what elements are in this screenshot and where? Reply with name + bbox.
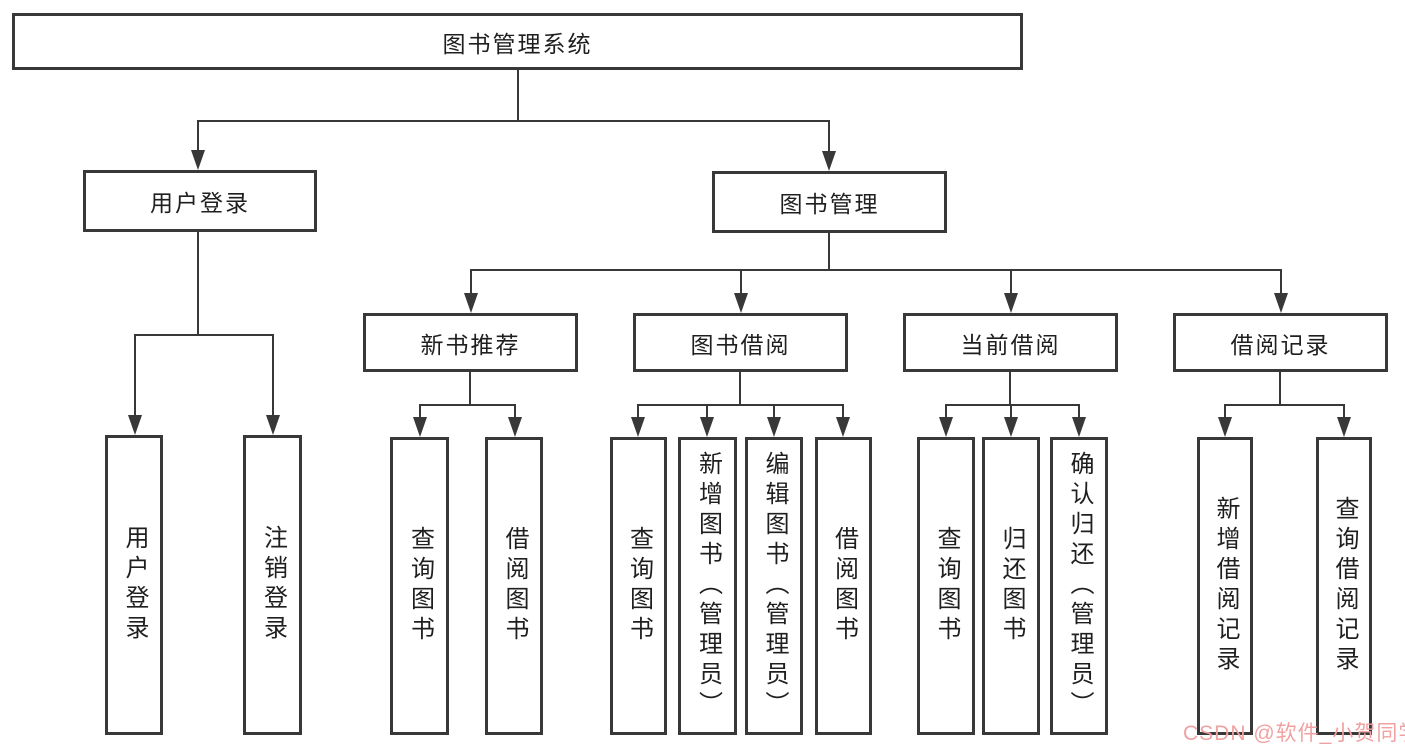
connector-line [514,404,516,418]
arrow-down-icon [413,417,427,437]
connector-line [469,372,471,405]
connector-line [706,404,708,418]
connector-line [946,404,1079,406]
connector-line [773,404,775,418]
arrow-down-icon [939,417,953,437]
arrow-down-icon [266,415,280,435]
leaf-add-books-admin: 新增图书（管理员） [678,437,737,735]
node-user-login: 用户登录 [83,170,317,232]
arrow-down-icon [464,293,478,313]
leaf-edit-books-admin: 编辑图书（管理员） [745,437,803,735]
connector-line [1078,404,1080,418]
connector-line [1225,404,1345,406]
leaf-borrow-books: 借阅图书 [815,437,872,735]
connector-line [1280,269,1282,295]
arrow-down-icon [1337,417,1351,437]
arrow-down-icon [1004,417,1018,437]
connector-line [1009,372,1011,405]
leaf-return-books: 归还图书 [982,437,1040,735]
arrow-down-icon [1218,417,1232,437]
connector-line [638,404,844,406]
leaf-confirm-return-admin: 确认归还（管理员） [1050,437,1108,735]
connector-line [1010,269,1012,295]
connector-line [197,232,199,336]
connector-line [740,269,742,295]
leaf-query-books: 查询图书 [610,437,667,735]
connector-line [134,334,274,336]
arrow-down-icon [1072,417,1086,437]
node-current-borrow: 当前借阅 [903,313,1118,372]
leaf-query-books: 查询图书 [390,437,449,735]
arrow-down-icon [822,151,836,171]
connector-line [828,233,830,271]
connector-line [739,372,741,405]
arrow-down-icon [1274,293,1288,313]
csdn-watermark: CSDN @软件_小贺同学 [1183,722,1405,745]
connector-line [197,120,199,152]
node-book-management: 图书管理 [712,171,947,233]
arrow-down-icon [191,150,205,170]
connector-line [419,404,516,406]
connector-line [197,120,830,122]
connector-line [517,70,519,122]
leaf-query-books: 查询图书 [917,437,975,735]
connector-line [1010,404,1012,418]
arrow-down-icon [734,293,748,313]
connector-line [134,334,136,417]
connector-line [945,404,947,418]
leaf-add-borrow-record: 新增借阅记录 [1197,437,1253,735]
arrow-down-icon [1004,293,1018,313]
node-library-system: 图书管理系统 [12,13,1023,70]
arrow-down-icon [700,417,714,437]
connector-line [272,334,274,417]
node-new-book-recommend: 新书推荐 [363,313,578,372]
leaf-borrow-books: 借阅图书 [485,437,543,735]
arrow-down-icon [836,417,850,437]
node-book-borrow: 图书借阅 [633,313,848,372]
leaf-query-borrow-record: 查询借阅记录 [1316,437,1372,735]
connector-line [1224,404,1226,418]
arrow-down-icon [767,417,781,437]
connector-line [419,404,421,418]
arrow-down-icon [508,417,522,437]
arrow-down-icon [631,417,645,437]
connector-line [637,404,639,418]
connector-line [842,404,844,418]
connector-line [828,120,830,153]
connector-line [470,269,1282,271]
connector-line [1279,372,1281,405]
leaf-user-login: 用户登录 [105,435,163,735]
connector-line [1343,404,1345,418]
connector-line [470,269,472,295]
leaf-logout: 注销登录 [243,435,302,735]
node-borrow-record: 借阅记录 [1173,313,1388,372]
arrow-down-icon [128,415,142,435]
